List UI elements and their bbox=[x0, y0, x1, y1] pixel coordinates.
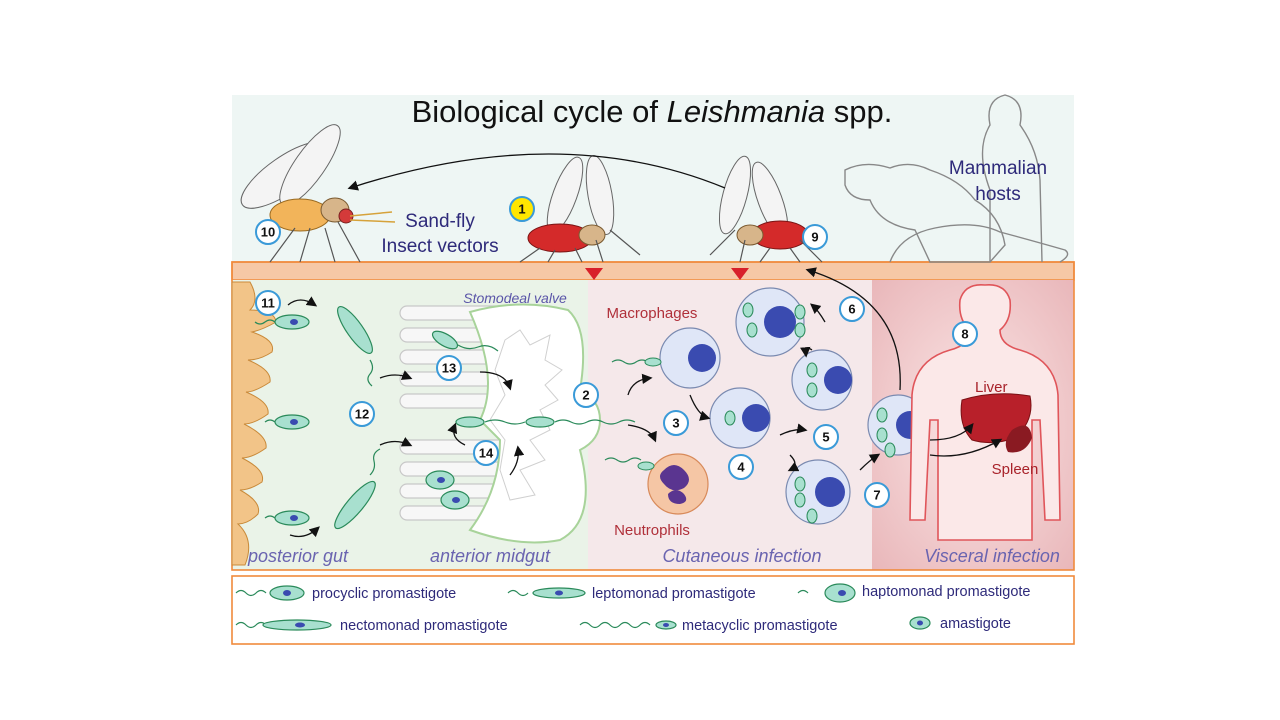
step-1-marker bbox=[509, 196, 535, 222]
visceral-infection-label: Visceral infection bbox=[924, 546, 1060, 566]
amastigotes bbox=[724, 302, 896, 524]
step-13-marker bbox=[436, 355, 462, 381]
sandfly-feeding-center bbox=[519, 155, 641, 280]
step-11-marker bbox=[255, 290, 281, 316]
sandfly-label-line2: Insect vectors bbox=[381, 236, 498, 257]
legend-nectomonad: nectomonad promastigote bbox=[340, 618, 508, 634]
step-5-marker bbox=[813, 424, 839, 450]
mammal-hosts-label-line2: hosts bbox=[975, 184, 1020, 205]
step-14-marker bbox=[473, 440, 499, 466]
host-background bbox=[232, 95, 1074, 265]
procyclic-parasites bbox=[274, 306, 555, 530]
sandfly-vector-left bbox=[240, 124, 396, 263]
step-5-label: 5 bbox=[822, 430, 829, 445]
step-3-label: 3 bbox=[672, 416, 679, 431]
step-9-marker bbox=[802, 224, 828, 250]
step-9-label: 9 bbox=[811, 230, 818, 245]
step-13-label: 13 bbox=[442, 361, 456, 376]
step-6-marker bbox=[839, 296, 865, 322]
step-2-marker bbox=[573, 382, 599, 408]
legend-haptomonad: haptomonad promastigote bbox=[862, 584, 1030, 600]
step-4-marker bbox=[728, 454, 754, 480]
step-8-marker bbox=[952, 321, 978, 347]
legend-icon-nuclei bbox=[283, 590, 923, 628]
neutrophils-label: Neutrophils bbox=[614, 522, 690, 539]
liver-label: Liver bbox=[975, 379, 1008, 396]
posterior-gut-label: posterior gut bbox=[247, 546, 349, 566]
macrophages-label: Macrophages bbox=[607, 305, 698, 322]
anterior-midgut-label: anterior midgut bbox=[430, 546, 551, 566]
mammal-hosts-illustration bbox=[844, 94, 1069, 263]
step-7-marker bbox=[864, 482, 890, 508]
legend-procyclic: procyclic promastigote bbox=[312, 586, 456, 602]
step-8-label: 8 bbox=[961, 327, 968, 342]
parasite-flagella bbox=[254, 319, 636, 519]
step-1-label: 1 bbox=[518, 202, 525, 217]
sandfly-label-line1: Sand-fly bbox=[405, 211, 475, 232]
stomodeal-valve-label: Stomodeal valve bbox=[463, 290, 567, 306]
legend-frame bbox=[231, 575, 1075, 645]
legend: procyclic promastigote leptomonad promas… bbox=[235, 583, 1030, 634]
page-title: Biological cycle of Leishmania spp. bbox=[412, 94, 893, 129]
mammal-hosts-label-line1: Mammalian bbox=[949, 158, 1047, 179]
legend-leptomonad: leptomonad promastigote bbox=[592, 586, 756, 602]
cutaneous-infection-label: Cutaneous infection bbox=[662, 546, 821, 566]
step-10-label: 10 bbox=[261, 225, 275, 240]
metacyclic-parasites bbox=[604, 359, 649, 463]
step-10-marker bbox=[255, 219, 281, 245]
metacyclic-bodies bbox=[637, 357, 662, 471]
step-12-marker bbox=[349, 401, 375, 427]
step-6-label: 6 bbox=[848, 302, 855, 317]
skin-strip bbox=[231, 261, 1075, 281]
legend-amastigote: amastigote bbox=[940, 616, 1011, 632]
step-12-label: 12 bbox=[355, 407, 369, 422]
step-11-label: 11 bbox=[261, 296, 275, 311]
neutrophil-cell bbox=[647, 453, 709, 515]
step-14-label: 14 bbox=[479, 446, 494, 461]
spleen-icon bbox=[1005, 425, 1032, 453]
legend-metacyclic: metacyclic promastigote bbox=[682, 618, 838, 634]
step-3-marker bbox=[663, 410, 689, 436]
parasite-nuclei bbox=[290, 319, 460, 521]
spleen-label: Spleen bbox=[992, 461, 1039, 478]
step-4-label: 4 bbox=[737, 460, 745, 475]
step-7-label: 7 bbox=[873, 488, 880, 503]
gut-epithelium bbox=[231, 281, 277, 566]
step-2-label: 2 bbox=[582, 388, 589, 403]
sandfly-feeding-right bbox=[709, 155, 823, 280]
